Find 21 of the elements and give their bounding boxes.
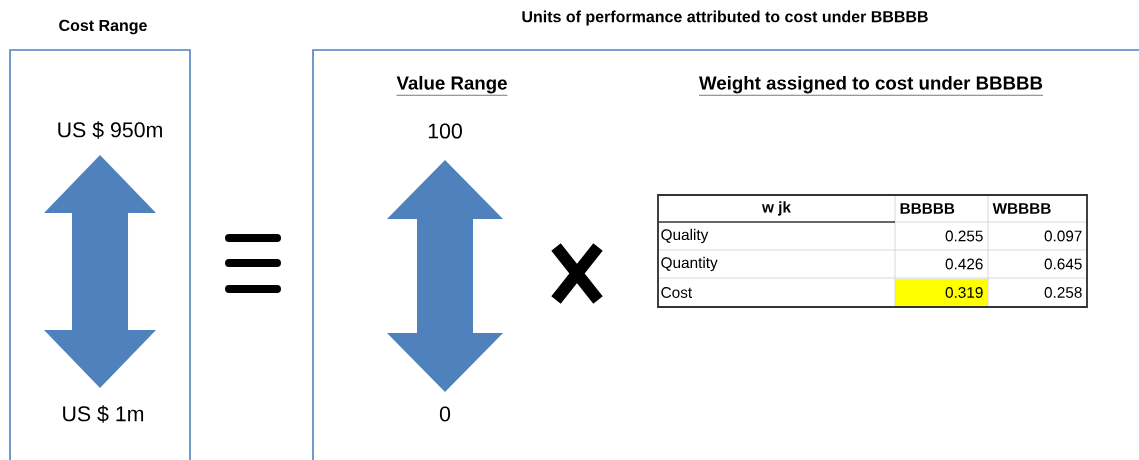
label: 0.097 xyxy=(1044,230,1082,242)
label: Cost xyxy=(661,287,693,298)
label: 0.426 xyxy=(945,258,983,270)
label: 0.255 xyxy=(945,230,983,242)
label: 0.319 xyxy=(945,287,983,298)
range-value: 100 xyxy=(428,123,462,139)
label: 0.258 xyxy=(1044,287,1082,298)
range-value: US $ 1m xyxy=(63,405,144,423)
label: Quantity xyxy=(661,256,718,272)
label: BBBBB xyxy=(900,203,955,214)
column-heading: Weight assigned to cost under BBBBB xyxy=(698,75,1044,96)
panel-heading: Units of performance attributed to cost under BBBBB xyxy=(522,10,928,26)
panel-heading: Cost Range xyxy=(59,19,147,35)
range-value: US $ 950m xyxy=(58,121,162,139)
range-value: 0 xyxy=(439,406,451,422)
label: w jk xyxy=(761,201,791,216)
column-heading: Value Range xyxy=(396,75,508,96)
label: Quality xyxy=(661,228,709,244)
label: 0.645 xyxy=(1044,258,1082,270)
label: WBBBB xyxy=(992,203,1051,214)
weight-table: w jk BBBBB WBBBB Quality 0.255 0.097 Quantity 0.426 0.645 Cost 0.319 0.258 xyxy=(657,194,1088,308)
